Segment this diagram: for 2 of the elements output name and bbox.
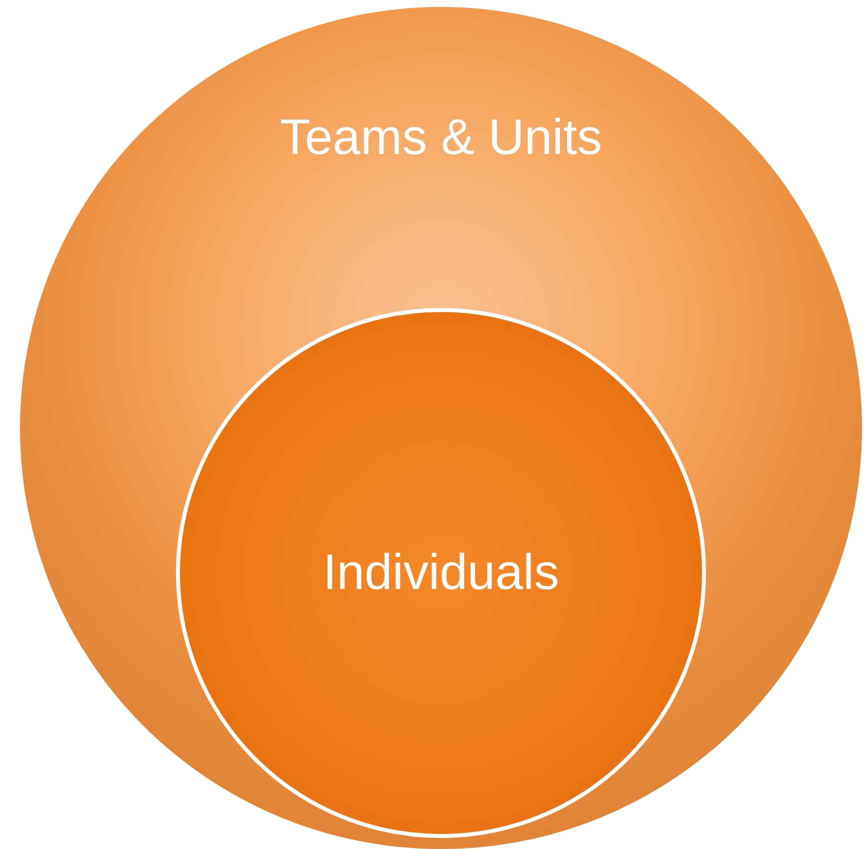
circle-label: Teams & Units [278, 108, 604, 167]
circle-label: Individuals [322, 543, 560, 602]
